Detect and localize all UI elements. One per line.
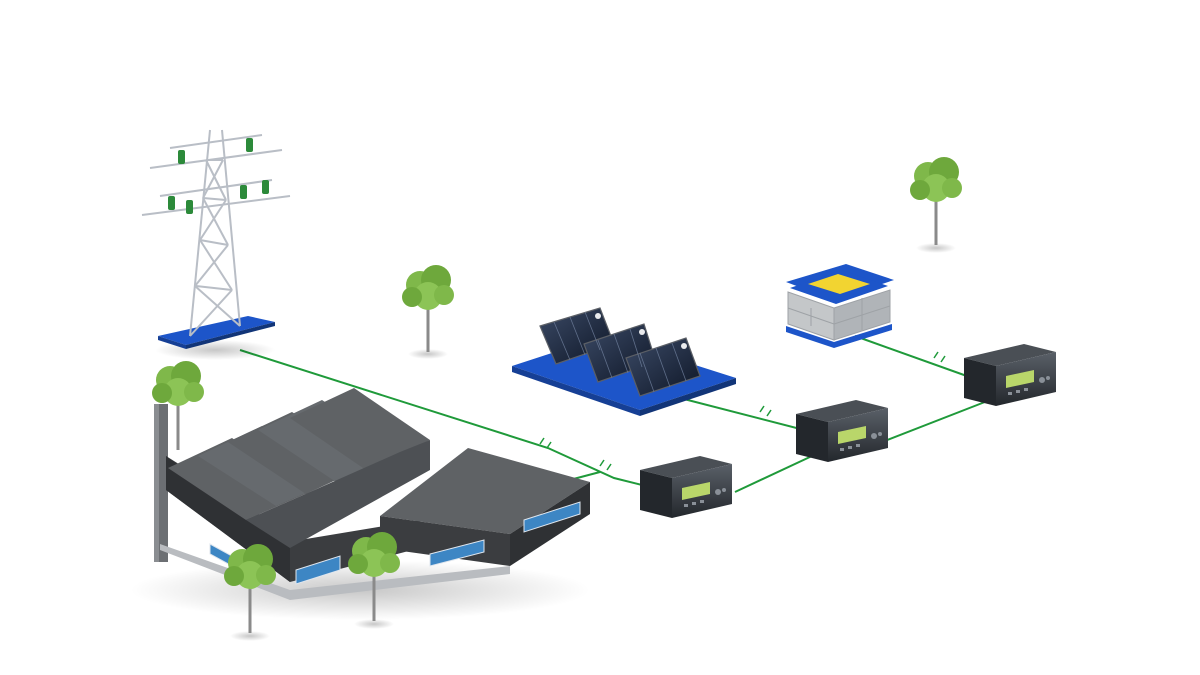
connection-links	[239, 335, 991, 493]
link-solar-controller-2	[679, 397, 813, 433]
solar-panel-array-icon	[512, 307, 736, 416]
link-battery-controller-3	[854, 335, 979, 381]
tree-icon	[910, 157, 962, 253]
controller-unit-icon	[796, 400, 888, 462]
link-controller-2-controller-3	[881, 399, 991, 443]
link-controller-1-controller-2	[734, 455, 813, 493]
tree-icon	[348, 532, 400, 629]
link-break-marks	[539, 351, 946, 471]
factory-building-icon	[130, 388, 590, 620]
tree-icon	[152, 361, 204, 450]
battery-storage-icon	[786, 264, 894, 348]
tree-icon	[224, 544, 276, 641]
controller-unit-icon	[640, 456, 732, 518]
link-pylon-controller-1	[239, 349, 651, 488]
transmission-tower-icon	[141, 129, 291, 360]
controller-unit-icon	[964, 344, 1056, 406]
tree-icon	[402, 265, 454, 359]
